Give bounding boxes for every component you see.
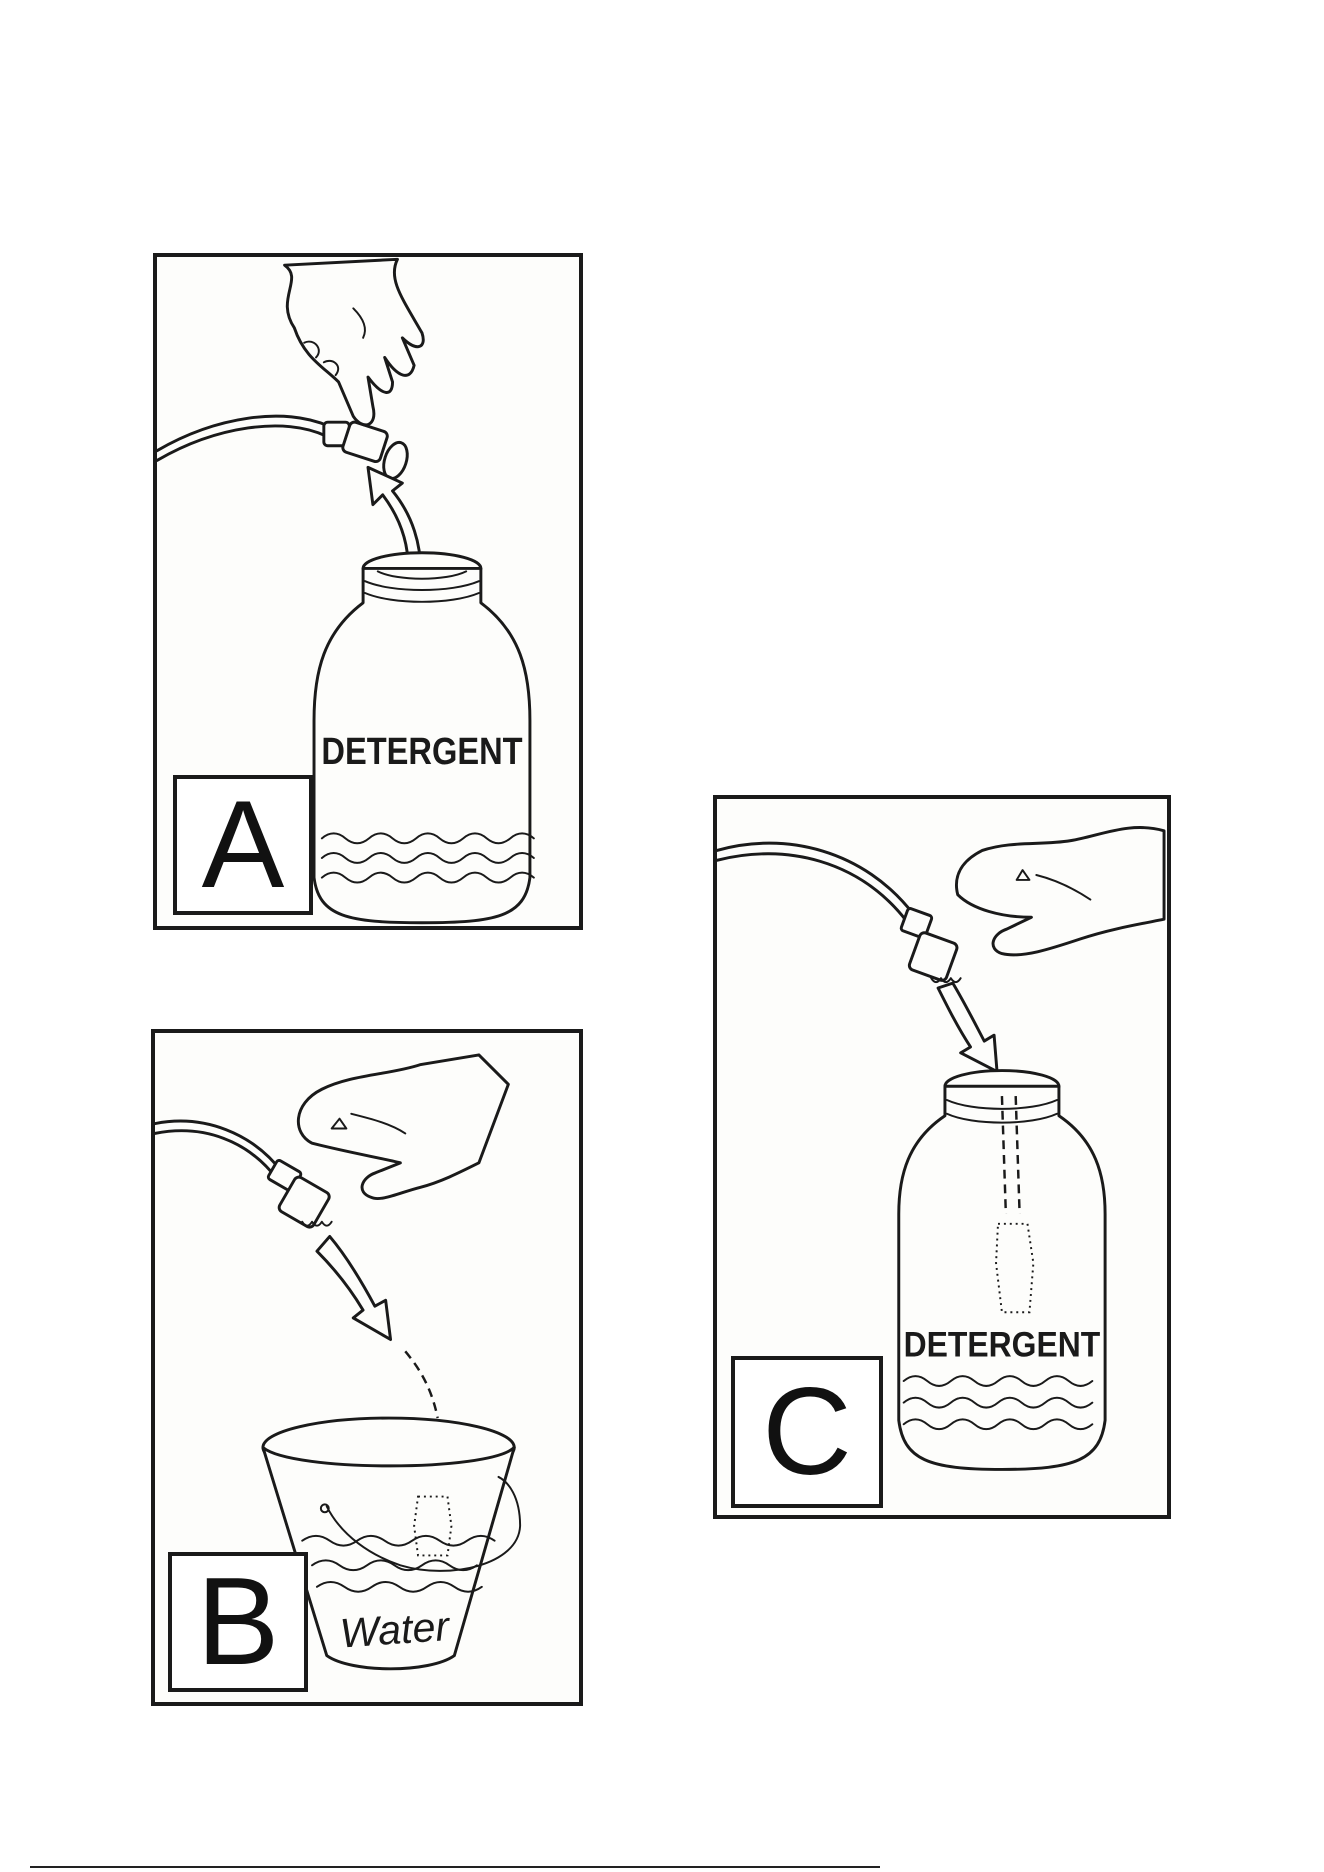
panel-a: DETERGENT A xyxy=(153,253,583,930)
bucket-label: Water xyxy=(338,1603,452,1657)
hand-icon xyxy=(298,1055,508,1199)
panel-c: DETERGENT C xyxy=(713,795,1171,1519)
hose-icon xyxy=(157,416,329,451)
hand-icon xyxy=(285,259,424,425)
step-letter-b: B xyxy=(168,1552,308,1692)
bottle-label: DETERGENT xyxy=(904,1325,1101,1364)
detergent-bottle-icon: DETERGENT xyxy=(314,553,534,923)
footer-rule xyxy=(30,1866,880,1868)
detergent-bottle-icon: DETERGENT xyxy=(899,1071,1105,1470)
step-letter-c: C xyxy=(731,1356,883,1508)
arrow-icon xyxy=(317,1236,391,1339)
filter-connector-icon xyxy=(267,1159,331,1229)
filter-connector-icon xyxy=(900,908,960,982)
step-letter-a: A xyxy=(173,775,313,915)
bottle-label: DETERGENT xyxy=(321,729,522,773)
panel-b: Water B xyxy=(151,1029,583,1706)
arrow-icon xyxy=(938,983,997,1071)
hand-icon xyxy=(956,827,1164,954)
